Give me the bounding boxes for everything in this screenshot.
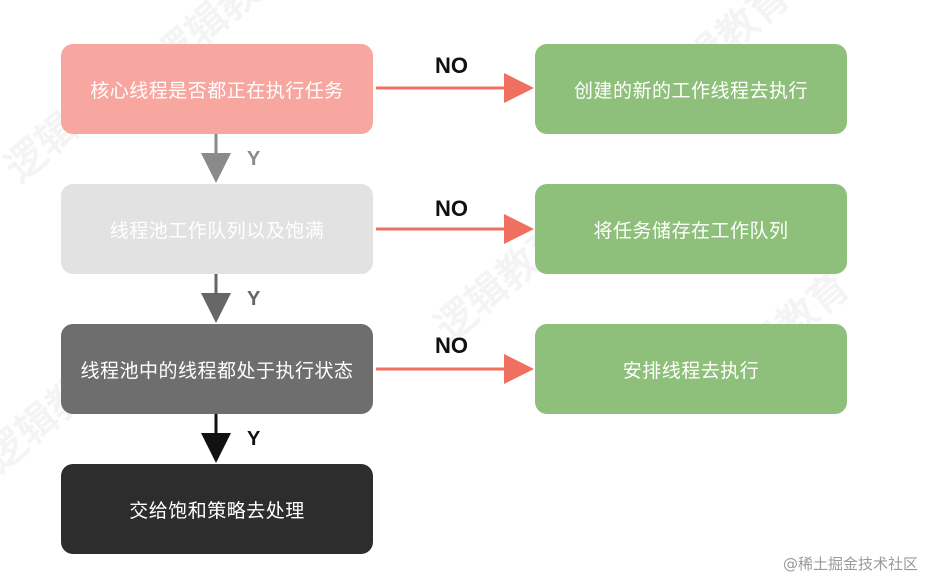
action-store-in-queue: 将任务储存在工作队列 — [535, 184, 847, 274]
y-label-2: Y — [247, 288, 261, 310]
y-label-3: Y — [247, 428, 261, 450]
no-label-1: NO — [435, 53, 468, 78]
action-create-worker: 创建的新的工作线程去执行 — [535, 44, 847, 134]
no-label-3: NO — [435, 333, 468, 358]
step-all-threads-executing: 线程池中的线程都处于执行状态 — [61, 324, 373, 414]
step-saturation-policy: 交给饱和策略去处理 — [61, 464, 373, 554]
action-schedule-thread: 安排线程去执行 — [535, 324, 847, 414]
no-label-2: NO — [435, 196, 468, 221]
step-core-threads-busy: 核心线程是否都正在执行任务 — [61, 44, 373, 134]
source-credit: @稀土掘金技术社区 — [782, 555, 918, 573]
step-queue-full: 线程池工作队列以及饱满 — [61, 184, 373, 274]
y-label-1: Y — [247, 148, 261, 170]
